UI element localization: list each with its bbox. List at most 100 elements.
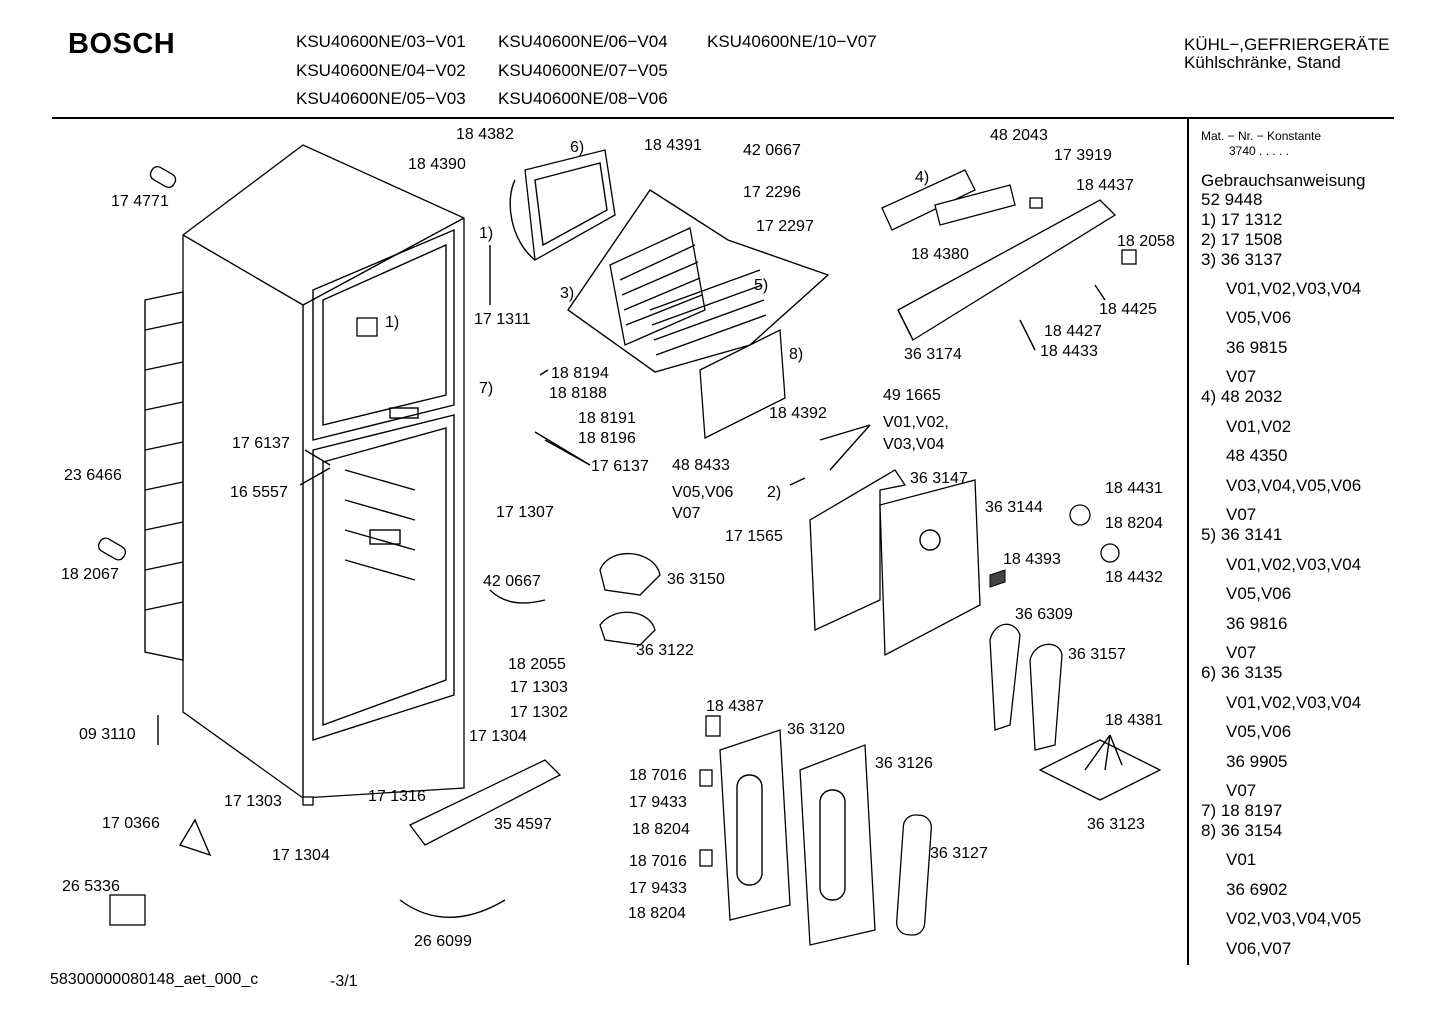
part-label: 36 3157 <box>1068 646 1126 663</box>
part-label: 18 2058 <box>1117 233 1175 250</box>
sidebar-line: 36 9905 <box>1226 752 1288 771</box>
model-number: KSU40600NE/03−V01 <box>296 32 466 51</box>
part-label: V03,V04 <box>883 436 945 453</box>
part-label: 26 6099 <box>414 933 472 950</box>
category-subtitle: Kühlschränke, Stand <box>1184 53 1341 72</box>
sidebar-line: 3) 36 3137 <box>1201 250 1283 269</box>
part-label: 18 4380 <box>911 246 969 263</box>
part-label: 17 1304 <box>469 728 527 745</box>
sidebar-line: 6) 36 3135 <box>1201 663 1283 682</box>
part-label: 36 3147 <box>910 470 968 487</box>
sidebar-divider <box>1187 119 1189 965</box>
sidebar-line: V01,V02,V03,V04 <box>1226 279 1362 298</box>
header-divider <box>52 117 1394 119</box>
part-label: 17 1302 <box>510 704 568 721</box>
part-label: 17 1303 <box>510 679 568 696</box>
sidebar-line: 5) 36 3141 <box>1201 525 1283 544</box>
part-label: 18 4427 <box>1044 323 1102 340</box>
sidebar-line: 36 9815 <box>1226 338 1288 357</box>
part-label: 17 1311 <box>474 311 531 328</box>
condenser <box>144 291 184 661</box>
part-label: V01,V02, <box>883 414 949 431</box>
part-label: 17 6137 <box>591 458 649 475</box>
sidebar-line: 36 9816 <box>1226 614 1288 633</box>
part-label: 18 4381 <box>1105 712 1163 729</box>
part-label: 17 9433 <box>629 880 687 897</box>
part-label: 23 6466 <box>64 467 122 484</box>
sidebar-line: 52 9448 <box>1201 190 1263 209</box>
part-label: 18 4392 <box>769 405 827 422</box>
part-label: 36 3174 <box>904 346 962 363</box>
part-label: 18 4433 <box>1040 343 1098 360</box>
sidebar-line: V01,V02,V03,V04 <box>1226 693 1362 712</box>
page-number: -3/1 <box>330 973 358 990</box>
part-label: 17 0366 <box>102 815 160 832</box>
sidebar-line: V07 <box>1226 505 1257 524</box>
sidebar-line: V03,V04,V05,V06 <box>1226 476 1362 495</box>
part-label: 17 1304 <box>272 847 330 864</box>
part-label: 48 8433 <box>672 457 730 474</box>
sidebar-line: 1) 17 1312 <box>1201 210 1283 229</box>
model-number: KSU40600NE/10−V07 <box>707 32 877 51</box>
part-label: 16 5557 <box>230 484 288 501</box>
part-label: 8) <box>789 346 804 363</box>
part-label: 17 9433 <box>629 794 687 811</box>
part-label: 17 2297 <box>756 218 814 235</box>
part-label: V07 <box>672 505 701 522</box>
part-label: 36 3120 <box>787 721 845 738</box>
part-label: 7) <box>479 380 494 397</box>
sidebar-line: 2) 17 1508 <box>1201 230 1283 249</box>
material-number-label: Mat. − Nr. − Konstante <box>1201 129 1322 143</box>
part-label: 17 6137 <box>232 435 290 452</box>
part-label: 4) <box>915 169 930 186</box>
document-id: 58300000080148_aet_000_c <box>50 971 259 988</box>
part-label: 1) <box>385 314 400 331</box>
sidebar-line: V01,V02 <box>1226 417 1292 436</box>
part-label: 18 4432 <box>1105 569 1163 586</box>
sidebar-line: 8) 36 3154 <box>1201 821 1283 840</box>
part-label: 42 0667 <box>483 573 541 590</box>
model-number: KSU40600NE/08−V06 <box>498 89 668 108</box>
sidebar-line: V07 <box>1226 781 1257 800</box>
part-label: 09 3110 <box>79 726 136 743</box>
part-label: 2) <box>767 484 782 501</box>
part-label: 18 4391 <box>644 137 702 154</box>
part-label: 35 4597 <box>494 816 552 833</box>
category-title: KÜHL−,GEFRIERGERÄTE <box>1184 35 1390 54</box>
part-label: 18 4387 <box>706 698 764 715</box>
model-number: KSU40600NE/05−V03 <box>296 89 466 108</box>
model-number: KSU40600NE/04−V02 <box>296 61 466 80</box>
part-label: 17 1303 <box>224 793 282 810</box>
part-label: 5) <box>754 277 769 294</box>
sidebar-line: V05,V06 <box>1226 308 1292 327</box>
part-label: 1) <box>479 225 494 242</box>
part-label: 17 4771 <box>111 193 169 210</box>
part-label: 36 3144 <box>985 499 1043 516</box>
part-label: 18 4431 <box>1105 480 1163 497</box>
part-label: 49 1665 <box>883 387 941 404</box>
part-label: 36 3123 <box>1087 816 1145 833</box>
part-label: 17 3919 <box>1054 147 1112 164</box>
brand-logo: BOSCH <box>68 28 176 60</box>
part-label: 18 7016 <box>629 767 687 784</box>
part-label: 18 8204 <box>628 905 686 922</box>
part-label: 42 0667 <box>743 142 801 159</box>
part-label: 17 1565 <box>725 528 783 545</box>
sidebar-line: V01 <box>1226 850 1257 869</box>
sidebar-line: 4) 48 2032 <box>1201 387 1283 406</box>
part-label: 36 3150 <box>667 571 725 588</box>
part-label: 26 5336 <box>62 878 120 895</box>
part-label: 18 8191 <box>578 410 636 427</box>
part-label: 36 6309 <box>1015 606 1073 623</box>
sidebar-line: V07 <box>1226 367 1257 386</box>
part-label: 6) <box>570 139 585 156</box>
part-label: 17 2296 <box>743 184 801 201</box>
part-label: 18 4390 <box>408 156 466 173</box>
model-number: KSU40600NE/07−V05 <box>498 61 668 80</box>
sidebar-line: V05,V06 <box>1226 584 1292 603</box>
part-label: 48 2043 <box>990 127 1048 144</box>
part-label: 36 3127 <box>930 845 988 862</box>
part-label: 18 8196 <box>578 430 636 447</box>
sidebar-line: V01,V02,V03,V04 <box>1226 555 1362 574</box>
sidebar-line: V05,V06 <box>1226 722 1292 741</box>
